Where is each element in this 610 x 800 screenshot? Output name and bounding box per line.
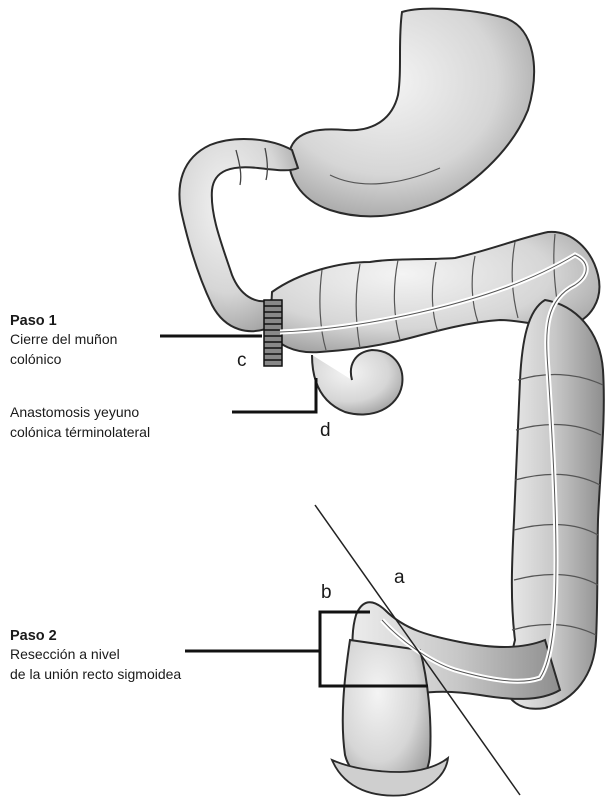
anastomosis-loop [312,350,402,414]
anastomosis-label-line-2: colónica términolateral [10,423,150,442]
staple-line [264,300,282,366]
step-2-title: Paso 2 [10,627,57,646]
closure-label-line-1: Cierre del muñon [10,330,117,349]
resection-label-line-2: de la unión recto sigmoidea [10,665,181,684]
marker-d: d [320,420,331,442]
bracket-anastomosis [232,378,316,412]
resection-label-line-1: Resección a nivel [10,645,120,664]
anastomosis-label-line-1: Anastomosis yeyuno [10,403,139,422]
marker-a: a [394,567,405,589]
marker-c: c [237,350,247,372]
step-1-title: Paso 1 [10,312,57,331]
closure-label-line-2: colónico [10,350,61,369]
marker-b: b [321,582,332,604]
stomach [289,9,534,217]
